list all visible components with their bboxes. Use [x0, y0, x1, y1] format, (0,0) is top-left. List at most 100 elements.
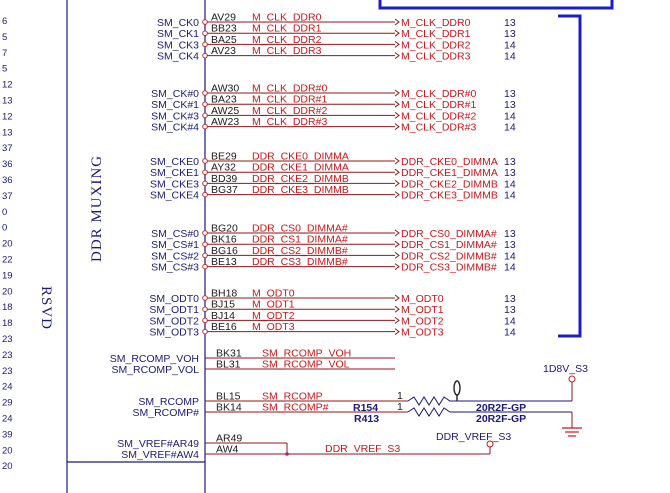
- net-label: DDR_CS2_DIMMB#: [252, 245, 348, 257]
- left-number: 23: [2, 334, 13, 345]
- pin-number: BA25: [211, 34, 237, 46]
- left-number: 13: [2, 96, 13, 107]
- offpage-net-label: DDR_CKE2_DIMMB: [401, 178, 498, 190]
- pin-bubble: [202, 112, 208, 119]
- net-label: M_CLK_DDR1: [252, 23, 322, 35]
- offpage-net-label: M_CLK_DDR#3: [401, 122, 476, 134]
- pin-number: BK16: [211, 234, 237, 246]
- pin-bubble: [202, 317, 208, 324]
- signal-name: SM_ODT1: [149, 304, 199, 316]
- page-ref: 14: [504, 250, 516, 262]
- pin-number: BH18: [211, 288, 237, 300]
- power-label: 1D8V_S3: [543, 363, 588, 375]
- offpage-arrow: [394, 168, 400, 176]
- bus-bracket: [558, 14, 582, 338]
- offpage-net-label: DDR_CS2_DIMMB#: [401, 250, 497, 262]
- net-label: M_CLK_DDR#0: [252, 83, 327, 95]
- pin-number: BG20: [211, 223, 238, 235]
- resistor-ref: R154: [353, 402, 378, 414]
- left-number: 19: [2, 270, 13, 281]
- offpage-arrow: [394, 305, 400, 313]
- section-label: DDR MUXING: [89, 155, 105, 262]
- net-label: DDR_CKE3_DIMMB: [252, 184, 349, 196]
- resistor-ref: R413: [354, 413, 379, 425]
- signal-name: SM_CS#0: [151, 228, 199, 240]
- pin-bubble: [202, 230, 208, 236]
- offpage-net-label: M_CLK_DDR3: [401, 51, 471, 63]
- page-ref: 13: [504, 167, 516, 179]
- offpage-arrow: [394, 52, 400, 59]
- signal-name: SM_RCOMP#: [132, 407, 199, 419]
- offpage-net-label: DDR_CKE1_DIMMA: [401, 167, 498, 179]
- pin-bubble: [202, 252, 208, 259]
- signal-name: SM_RCOMP_VOL: [111, 364, 199, 376]
- offpage-arrow: [394, 252, 400, 259]
- left-number: 18: [2, 302, 13, 313]
- vref-net-label: DDR_VREF_S3: [325, 443, 400, 455]
- pin-number: BA23: [211, 94, 237, 106]
- left-number: 12: [2, 111, 13, 122]
- offpage-arrow: [394, 191, 400, 198]
- pin-bubble: [202, 158, 208, 164]
- pin-bubble: [202, 263, 208, 270]
- net-label: SM_RCOMP#: [262, 402, 329, 414]
- page-ref: 14: [504, 178, 516, 190]
- resistor-symbol: [407, 407, 572, 417]
- pin-number: AV29: [211, 12, 236, 24]
- signal-name: SM_CS#3: [151, 262, 199, 274]
- left-number: 36: [2, 175, 13, 186]
- pin-number: AV23: [211, 45, 236, 57]
- offpage-net-label: M_CLK_DDR#2: [401, 110, 476, 122]
- offpage-net-label: M_CLK_DDR0: [401, 17, 471, 29]
- left-number: 12: [2, 80, 13, 91]
- page-ref: 14: [504, 315, 516, 327]
- offpage-net-label: M_ODT0: [401, 293, 444, 305]
- net-label: M_ODT2: [252, 310, 295, 322]
- offpage-arrow: [394, 317, 400, 324]
- offpage-net-label: M_CLK_DDR1: [401, 28, 471, 40]
- left-number: 37: [2, 143, 13, 154]
- pin-number: AW23: [211, 116, 239, 128]
- offpage-arrow: [394, 123, 400, 130]
- signal-name: SM_CK#1: [151, 99, 199, 111]
- net-label: DDR_CKE0_DIMMA: [252, 151, 349, 163]
- vref-connector: [486, 440, 494, 448]
- offpage-arrow: [394, 328, 400, 335]
- offpage-arrow: [394, 157, 400, 165]
- signal-name: SM_CKE3: [150, 178, 199, 190]
- pin-bubble: [202, 101, 208, 107]
- vref-label: DDR_VREF_S3: [436, 431, 511, 443]
- left-number: 5: [2, 64, 7, 75]
- signal-name: SM_ODT3: [149, 327, 199, 339]
- signal-name: SM_CK#4: [151, 122, 199, 134]
- signal-name: SM_ODT0: [149, 293, 199, 305]
- offpage-arrow: [394, 229, 400, 237]
- left-number: 39: [2, 429, 13, 440]
- page-ref: 13: [504, 88, 516, 100]
- pin-bubble: [202, 41, 208, 48]
- signal-name: SM_CK#3: [151, 110, 199, 122]
- left-number: 18: [2, 318, 13, 329]
- offpage-arrow: [394, 112, 400, 119]
- signal-name: SM_CK1: [157, 28, 199, 40]
- page-ref: 13: [504, 156, 516, 168]
- pin-bubble: [202, 180, 208, 187]
- signal-name: SM_VREF#AR49: [117, 438, 199, 450]
- pin-number: BJ15: [211, 299, 235, 311]
- offpage-arrow: [394, 89, 400, 97]
- left-number: 6: [2, 16, 7, 27]
- net-label: M_ODT1: [252, 299, 295, 311]
